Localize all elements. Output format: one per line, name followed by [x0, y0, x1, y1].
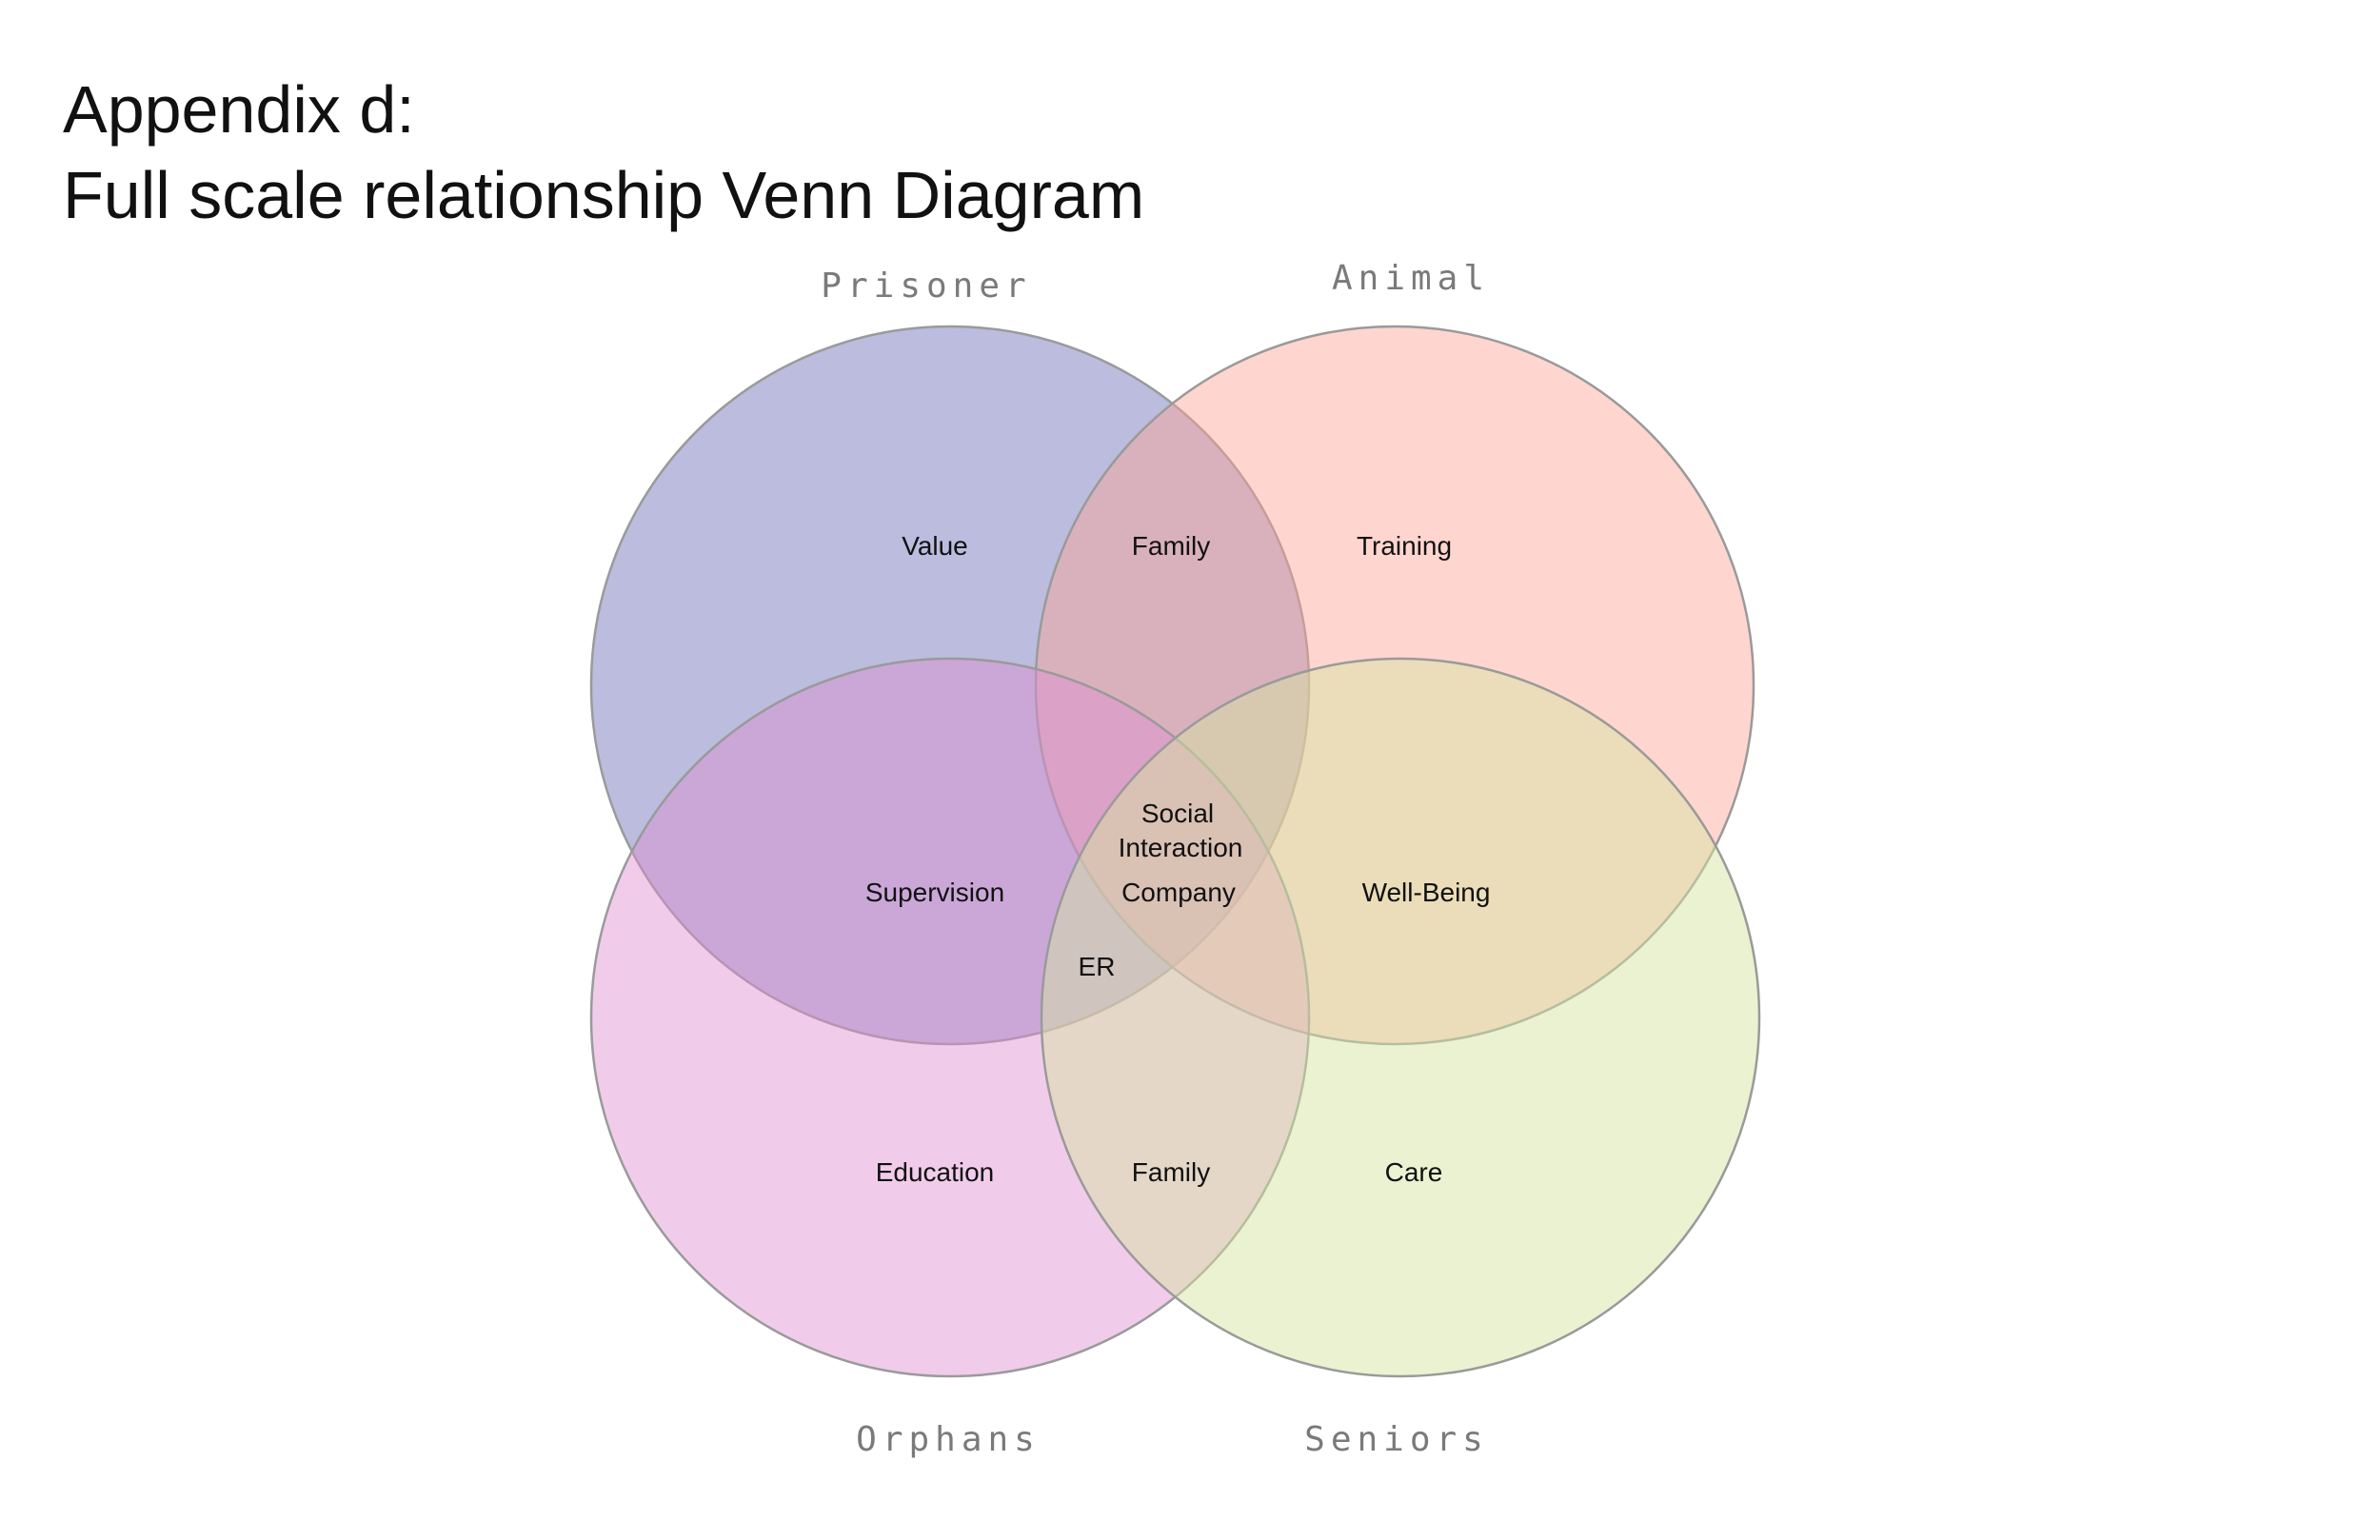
region-label-education: Education [876, 1157, 995, 1187]
set-label-seniors: Seniors [1304, 1420, 1489, 1459]
region-label-value: Value [902, 531, 968, 561]
set-label-prisoner: Prisoner [821, 267, 1031, 306]
region-label-interaction: Interaction [1119, 833, 1243, 862]
region-label-well-being: Well-Being [1362, 878, 1491, 907]
page-title-line-2: Full scale relationship Venn Diagram [63, 158, 1145, 232]
region-label-supervision: Supervision [865, 878, 1004, 907]
set-label-animal: Animal [1332, 259, 1490, 298]
region-label-family-top: Family [1132, 531, 1210, 561]
region-label-social: Social [1141, 799, 1214, 828]
region-label-care: Care [1385, 1157, 1443, 1187]
page-title: Appendix d: Full scale relationship Venn… [63, 67, 1144, 238]
prisoner-circle [589, 325, 1311, 1046]
region-label-training: Training [1357, 531, 1452, 561]
page-title-line-1: Appendix d: [63, 72, 415, 147]
seniors-circle [1040, 657, 1761, 1378]
orphans-circle [589, 657, 1311, 1378]
animal-circle [1034, 325, 1755, 1046]
region-label-family-bottom: Family [1132, 1157, 1210, 1187]
region-label-company: Company [1121, 878, 1236, 907]
region-label-er: ER [1079, 952, 1116, 981]
set-label-orphans: Orphans [856, 1420, 1041, 1459]
